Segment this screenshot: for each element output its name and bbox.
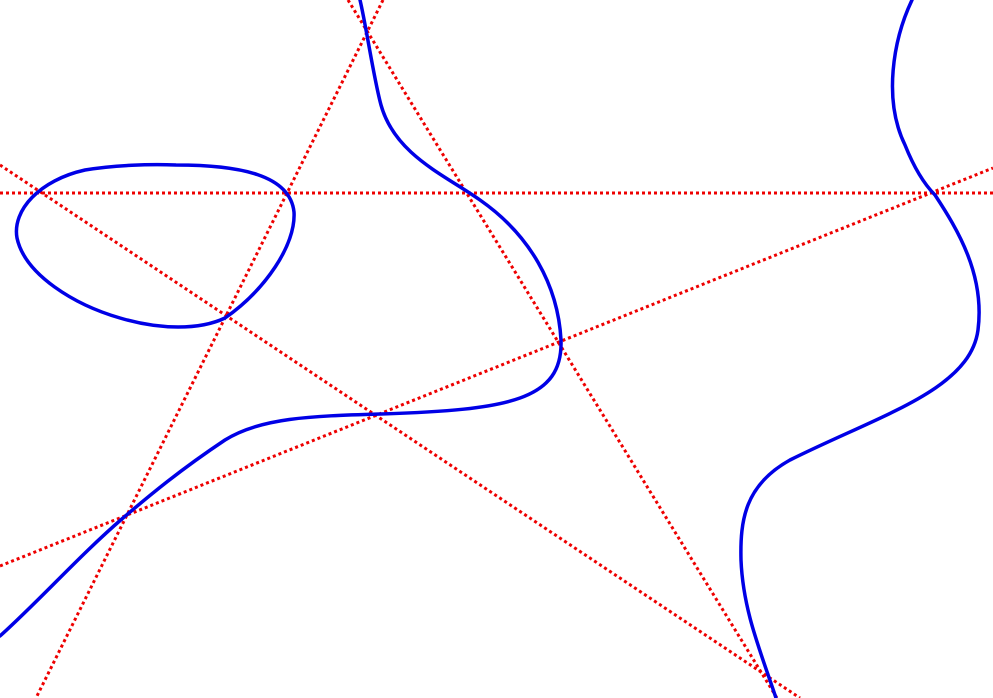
dotted-line-descending-long [0,163,801,698]
closed-loop-curve [14,162,296,329]
dotted-line-ascending-shallow [0,166,993,568]
right-winding-curve [739,0,981,698]
dotted-line-left-steep [34,0,385,698]
main-winding-curve [0,0,563,638]
